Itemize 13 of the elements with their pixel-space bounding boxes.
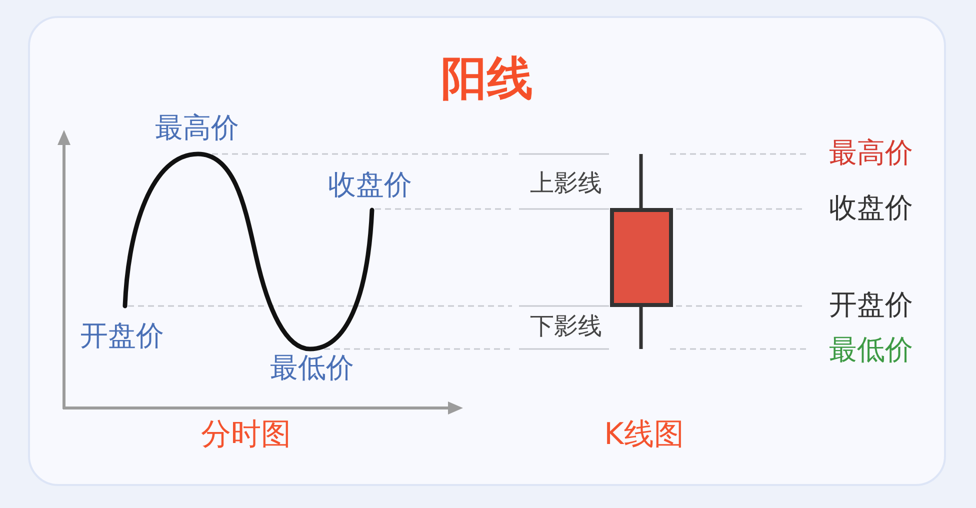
chart-caption: K线图 xyxy=(604,420,684,450)
price-label: 最低价 xyxy=(829,336,913,364)
price-label: 开盘价 xyxy=(829,291,913,319)
price-label: 最高价 xyxy=(155,114,239,142)
title: 阳线 xyxy=(441,55,533,101)
price-label: 收盘价 xyxy=(328,171,412,199)
price-label: 收盘价 xyxy=(829,194,913,222)
shadow-label: 下影线 xyxy=(530,314,602,338)
price-label: 最低价 xyxy=(270,354,354,382)
price-label: 最高价 xyxy=(829,139,913,167)
shadow-label: 上影线 xyxy=(530,171,602,195)
chart-caption: 分时图 xyxy=(201,420,291,450)
price-label: 开盘价 xyxy=(80,322,164,350)
